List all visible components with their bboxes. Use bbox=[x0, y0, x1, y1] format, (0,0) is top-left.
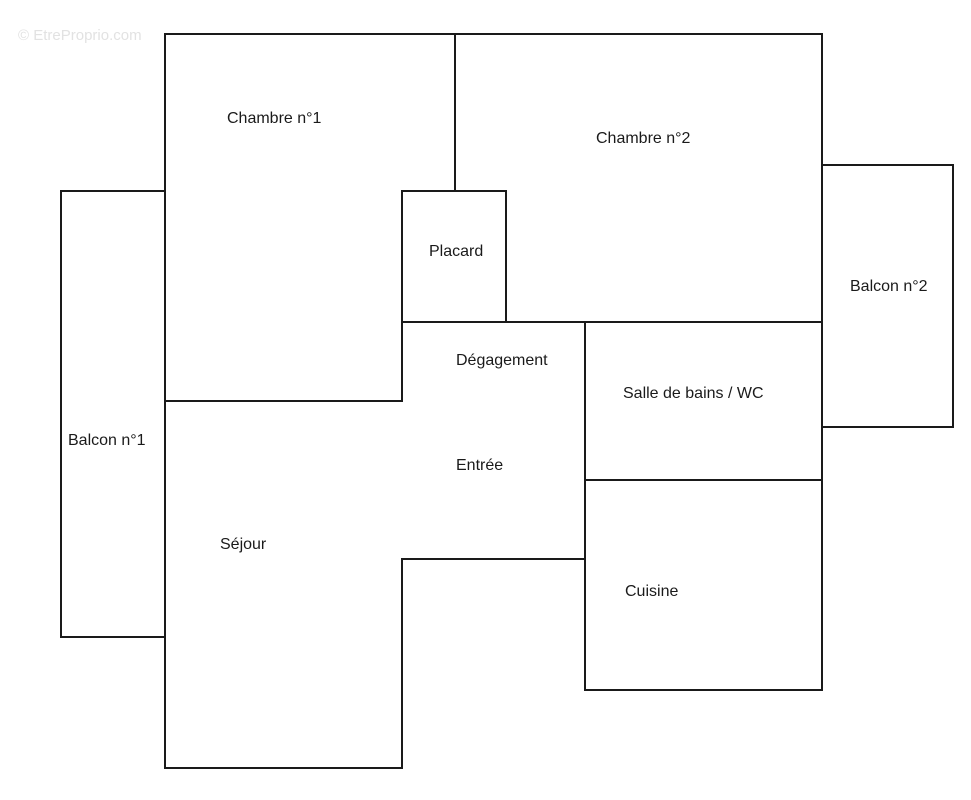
room-label-chambre-1: Chambre n°1 bbox=[227, 110, 322, 127]
room-label-entree: Entrée bbox=[456, 457, 503, 474]
room-label-cuisine: Cuisine bbox=[625, 583, 678, 600]
watermark: © EtreProprio.com bbox=[18, 27, 142, 44]
placard-outline bbox=[401, 190, 507, 323]
room-label-sejour: Séjour bbox=[220, 536, 267, 553]
room-label-chambre-2: Chambre n°2 bbox=[596, 130, 691, 147]
balcon-1-outline bbox=[60, 190, 166, 638]
room-label-balcon-1: Balcon n°1 bbox=[68, 432, 146, 449]
cuisine-outline bbox=[584, 321, 823, 691]
top-wall bbox=[164, 33, 823, 323]
room-label-degagement: Dégagement bbox=[456, 352, 548, 369]
chambre1-bottom-wall bbox=[164, 190, 403, 402]
left-wall bbox=[164, 33, 586, 769]
room-label-placard: Placard bbox=[429, 243, 483, 260]
room-label-balcon-2: Balcon n°2 bbox=[850, 278, 928, 295]
balcon-2-outline bbox=[821, 164, 954, 428]
room-label-salle-de-bains: Salle de bains / WC bbox=[623, 385, 764, 402]
